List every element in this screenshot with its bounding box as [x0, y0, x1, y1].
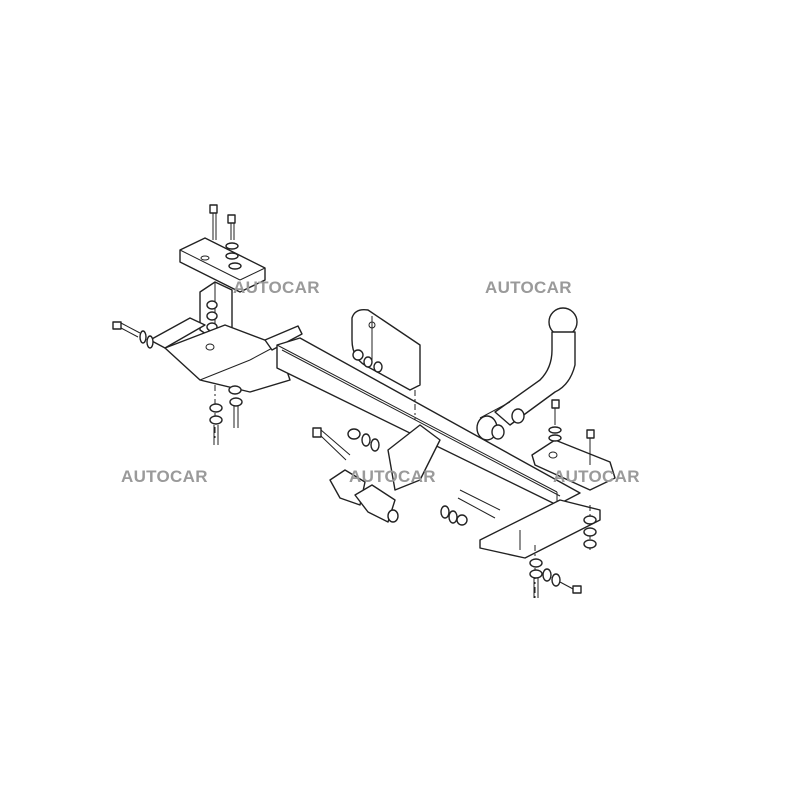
watermark-text: AUTOCAR: [233, 278, 320, 297]
bolts-top-left: [209, 204, 242, 270]
right-lower-bracket: [479, 499, 601, 559]
center-spacers-and-bolts: [312, 424, 501, 526]
watermark-text: AUTOCAR: [553, 467, 640, 486]
bolts-left-lower: [209, 385, 243, 445]
bolts-right-lower: [529, 545, 582, 600]
right-mount-plate: [531, 399, 616, 491]
tow-ball-neck: [476, 307, 578, 441]
watermark-text: AUTOCAR: [485, 278, 572, 297]
watermark-text: AUTOCAR: [349, 467, 436, 486]
socket-bracket: [351, 308, 421, 420]
left-upper-bracket: [179, 237, 266, 293]
bolt-left-side: [112, 321, 154, 349]
main-crossbeam: [276, 337, 581, 506]
left-lower-mount-plate: [149, 317, 303, 393]
watermark-text: AUTOCAR: [121, 467, 208, 486]
